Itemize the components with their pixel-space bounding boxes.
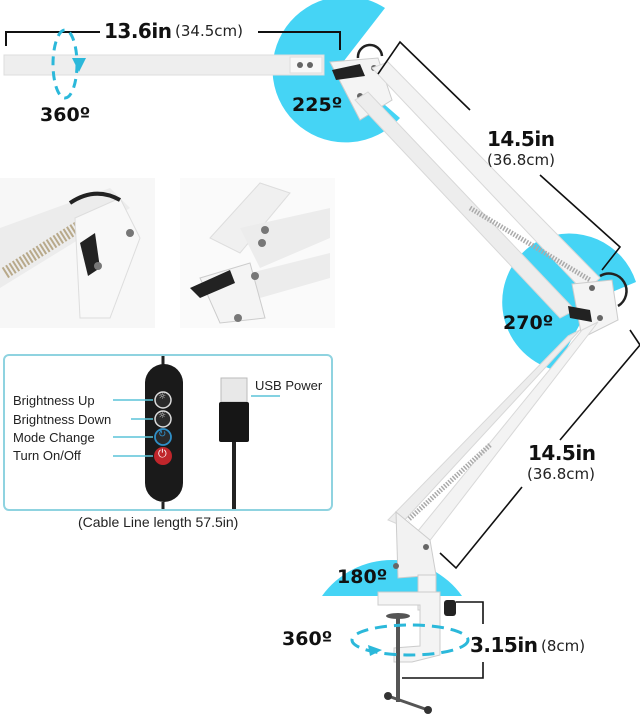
usb-plug (220, 377, 248, 403)
clamp-rotation-label: 360º (282, 628, 333, 650)
cable-length-note: (Cable Line length 57.5in) (78, 514, 239, 530)
desk-clamp (377, 591, 441, 663)
button-brightness-down-icon: ☼ (158, 411, 167, 421)
label-usb-power: USB Power (255, 378, 323, 393)
top-rotation-label: 360º (40, 104, 91, 126)
label-mode-change: Mode Change (13, 430, 95, 445)
top-arm-length-in: 13.6in (104, 19, 172, 43)
elbow-joint-angle: 270º (503, 312, 554, 334)
label-turn-on-off: Turn On/Off (13, 448, 81, 463)
label-brightness-down: Brightness Down (13, 412, 112, 427)
upper-arm-length-in: 14.5in (487, 127, 555, 151)
controller-panel: ☼ ☼ ↻ ⏻ Brightness Up Brightness Down Mo… (3, 354, 333, 511)
angle-wedge-270 (502, 233, 636, 370)
clamp-opening-in: 3.15in (470, 633, 538, 657)
button-brightness-up-icon: ☼ (158, 392, 167, 402)
base-joint-angle: 180º (337, 566, 388, 588)
upper-arm-length-cm: (36.8cm) (487, 151, 555, 169)
inset-photo-spring-joint (0, 178, 155, 328)
lower-arm-length-cm: (36.8cm) (527, 465, 595, 483)
button-mode-change-icon: ↻ (158, 429, 167, 440)
rotation-arrow-bottom (350, 623, 470, 657)
inset-photo-head-joint (180, 178, 335, 328)
head-joint-angle: 225º (292, 94, 343, 116)
top-arm-length-cm: (34.5cm) (175, 22, 243, 40)
label-brightness-up: Brightness Up (13, 393, 95, 408)
lower-arm-length-in: 14.5in (528, 441, 596, 465)
button-power-icon: ⏻ (158, 447, 167, 460)
clamp-opening-cm: (8cm) (541, 637, 586, 655)
